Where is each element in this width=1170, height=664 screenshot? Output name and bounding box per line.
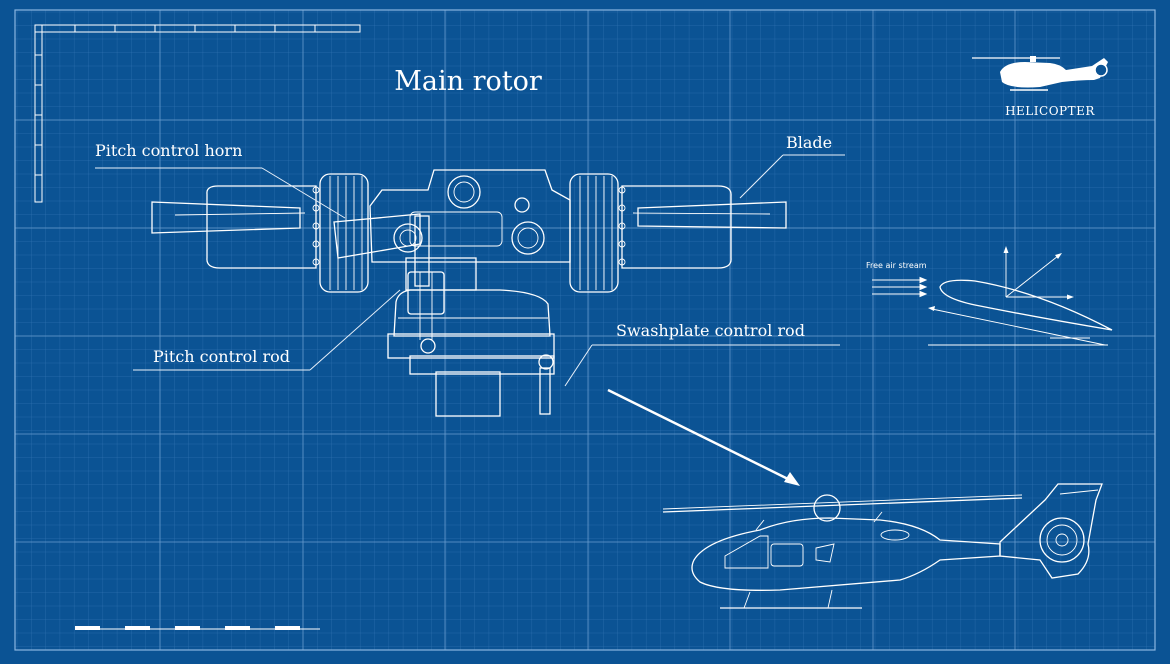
left-disc-stack — [312, 173, 369, 293]
pitch-horn — [333, 213, 421, 259]
helicopter-label: HELICOPTER — [1005, 104, 1095, 118]
main-rotor-blade — [662, 497, 1023, 513]
leader-lines — [95, 154, 845, 387]
tail-fin — [999, 483, 1103, 579]
diagram-title: Main rotor — [394, 66, 542, 97]
main-rotor-assembly — [151, 169, 787, 417]
fuselage — [691, 517, 1001, 591]
label-swashplate-control-rod: Swashplate control rod — [616, 321, 805, 340]
ruler-corner — [34, 24, 361, 203]
grid — [15, 10, 1155, 650]
label-pitch-control-rod: Pitch control rod — [153, 347, 290, 366]
helicopter-side-view — [662, 483, 1103, 609]
left-grip — [206, 185, 317, 269]
right-disc-stack — [569, 173, 626, 293]
pointer-arrow — [607, 388, 800, 486]
label-free-air-stream: Free air stream — [866, 261, 927, 270]
airfoil-shape — [939, 279, 1113, 331]
helicopter-icon — [972, 56, 1108, 91]
swashplate — [393, 289, 551, 337]
left-blade — [151, 201, 301, 234]
hub-body — [369, 169, 571, 263]
scale-bar — [75, 626, 320, 630]
right-blade — [637, 201, 787, 229]
airfoil-diagram: Free air stream — [866, 246, 1113, 346]
border-frame — [14, 9, 1156, 651]
right-grip — [621, 185, 732, 269]
label-blade: Blade — [786, 133, 832, 152]
label-pitch-control-horn: Pitch control horn — [95, 141, 242, 160]
